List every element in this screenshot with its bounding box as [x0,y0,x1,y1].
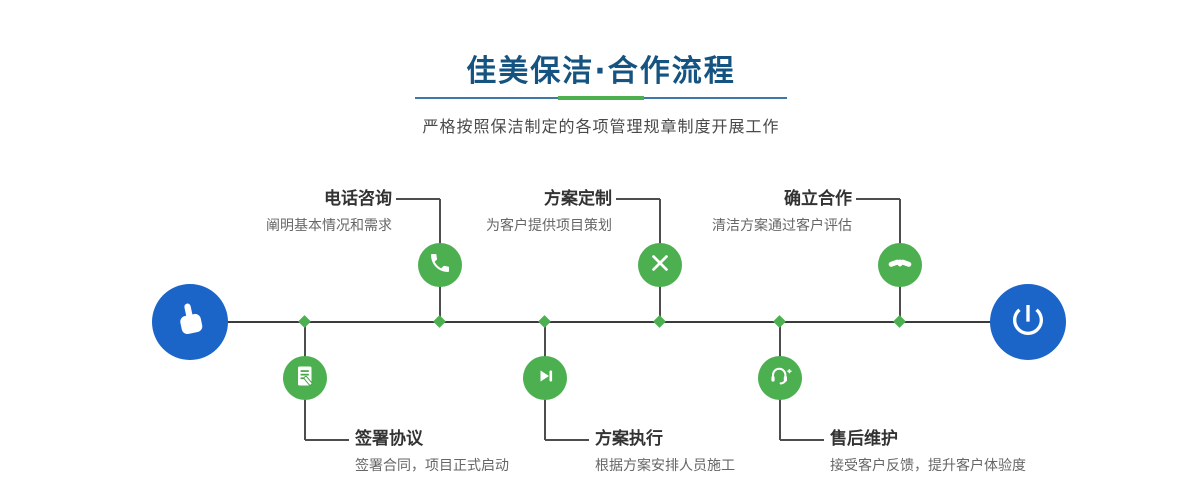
timeline-end-node [990,284,1066,360]
connector-execute-horizontal [545,439,589,441]
step-desc: 签署合同，项目正式启动 [355,458,509,474]
step-desc: 为客户提供项目策划 [486,218,612,234]
step-title: 方案定制 [544,189,612,209]
hand-pointer-icon [170,300,210,344]
connector-support-horizontal [780,439,824,441]
junction-diamond [298,315,311,328]
step-title: 确立合作 [784,189,852,209]
step-contract-node [283,356,327,400]
junction-diamond [433,315,446,328]
title-divider [415,96,787,100]
step-cooperate-node [878,243,922,287]
step-contract-labels: 签署协议 签署合同，项目正式启动 [355,429,509,474]
junction-diamond [653,315,666,328]
divider-left-line [415,97,558,99]
step-title: 售后维护 [830,429,898,449]
step-phone-labels: 电话咨询 阐明基本情况和需求 [266,189,392,234]
power-icon [1008,300,1048,344]
step-desc: 接受客户反馈，提升客户体验度 [830,458,1026,474]
step-title: 签署协议 [355,429,423,449]
step-cooperate-labels: 确立合作 清洁方案通过客户评估 [712,189,852,234]
junction-diamond [538,315,551,328]
connector-contract-horizontal [305,439,349,441]
step-title: 电话咨询 [324,189,392,209]
connector-phone-horizontal [396,198,440,200]
divider-right-line [644,97,787,99]
handshake-icon [888,251,912,279]
junction-diamond [773,315,786,328]
step-support-node [758,356,802,400]
step-phone-node [418,243,462,287]
page-subtitle: 严格按照保洁制定的各项管理规章制度开展工作 [422,117,780,136]
design-tools-icon [648,251,672,279]
connector-cooperate-horizontal [856,198,900,200]
timeline-line [190,321,1030,323]
step-desc: 根据方案安排人员施工 [595,458,735,474]
contract-icon [293,364,317,392]
step-execute-labels: 方案执行 根据方案安排人员施工 [595,429,735,474]
step-support-labels: 售后维护 接受客户反馈，提升客户体验度 [830,429,1026,474]
divider-center-accent [558,96,644,100]
timeline-start-node [152,284,228,360]
junction-diamond [893,315,906,328]
step-design-labels: 方案定制 为客户提供项目策划 [486,189,612,234]
step-title: 方案执行 [595,429,663,449]
page-title: 佳美保洁·合作流程 [466,54,736,89]
step-desc: 阐明基本情况和需求 [266,218,392,234]
headset-support-icon [768,364,792,392]
step-design-node [638,243,682,287]
play-execute-icon [533,364,557,392]
connector-design-horizontal [616,198,660,200]
phone-icon [428,251,452,279]
step-execute-node [523,356,567,400]
step-desc: 清洁方案通过客户评估 [712,218,852,234]
